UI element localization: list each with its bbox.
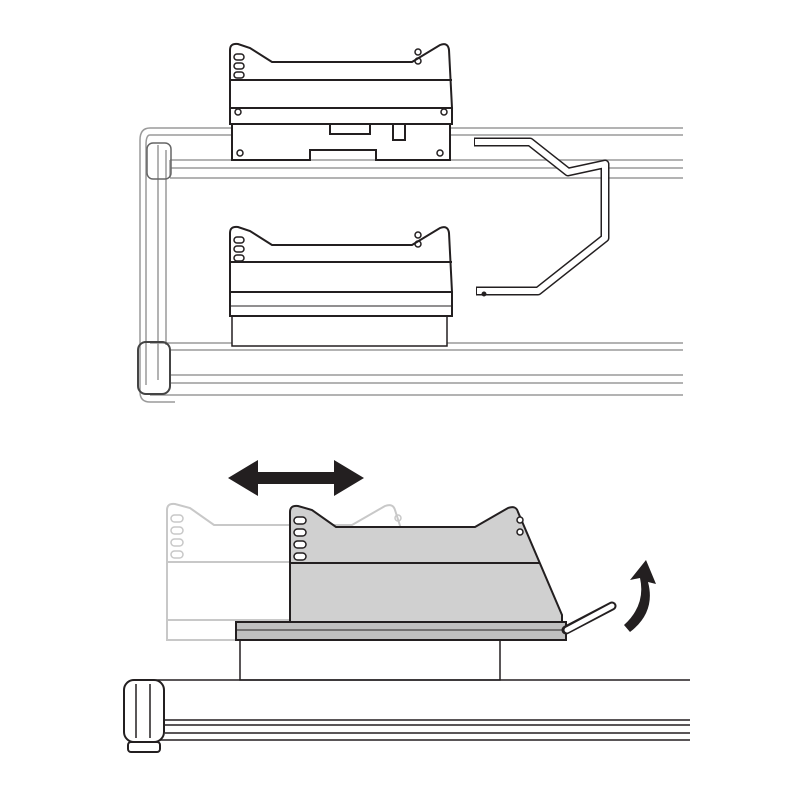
rotate-arrow-icon (624, 560, 656, 632)
top-seat-bracket (229, 42, 454, 161)
bottom-rail (123, 679, 690, 753)
release-handle (474, 137, 610, 297)
corner-cap-top (146, 142, 172, 180)
lever (561, 601, 617, 635)
corner-cap-bottom (137, 341, 171, 395)
lower-seat-bracket (229, 225, 454, 347)
double-arrow-icon (228, 460, 364, 496)
lower-rail (150, 342, 683, 396)
slider-base-block (239, 639, 501, 681)
